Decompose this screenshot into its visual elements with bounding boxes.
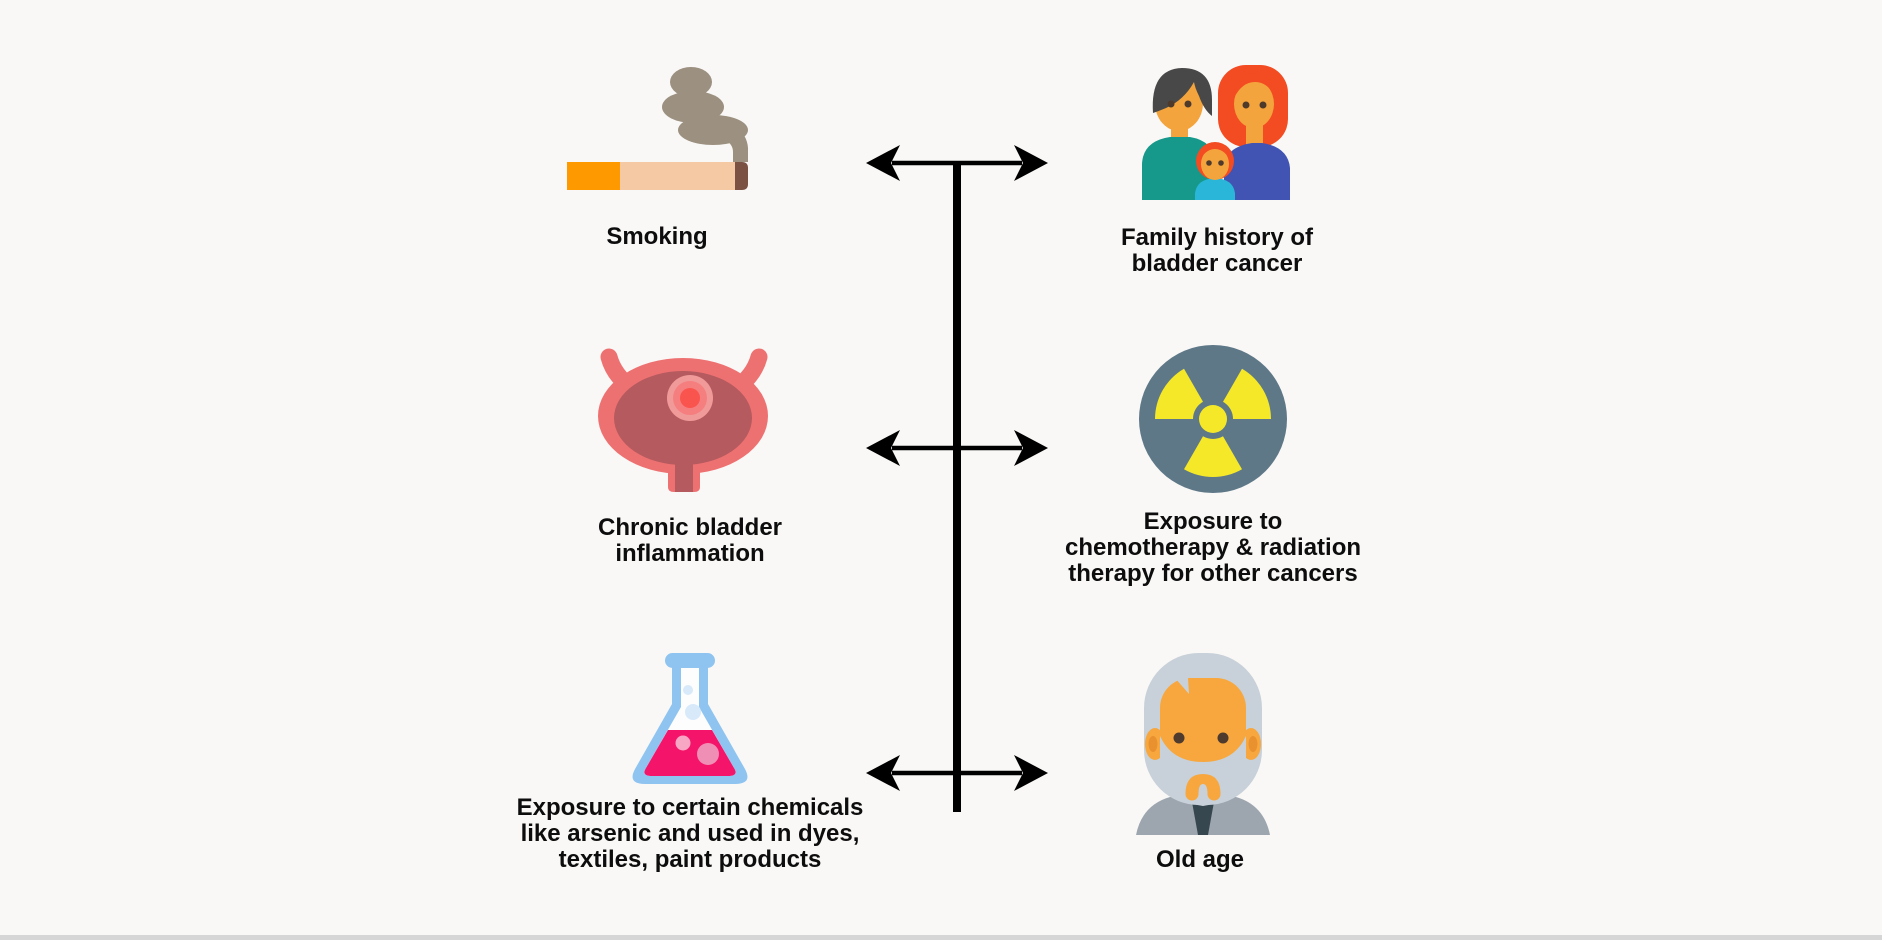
elderly-man-icon xyxy=(1136,653,1270,835)
double-arrow-bottom xyxy=(866,755,1048,791)
chemical-flask-icon xyxy=(632,653,748,784)
chemo-radiation-label: Exposure to chemotherapy & radiation the… xyxy=(1064,508,1362,587)
smoking-label: Smoking xyxy=(606,223,708,250)
double-arrow-middle xyxy=(866,430,1048,466)
family-icon xyxy=(1142,65,1290,200)
bladder-inflammation-label: Chronic bladder inflammation xyxy=(597,514,783,567)
inflammation-spot xyxy=(667,375,713,421)
chemical-exposure-label: Exposure to certain chemicals like arsen… xyxy=(516,794,864,873)
cigarette-icon xyxy=(567,67,748,190)
radiation-icon xyxy=(1139,345,1287,493)
comparison-arrows xyxy=(866,145,1048,812)
bladder-icon xyxy=(598,348,768,492)
double-arrow-top xyxy=(866,145,1048,181)
bottom-edge-bar xyxy=(0,935,1882,940)
mustache-mouth xyxy=(1185,774,1221,801)
smoke-plume xyxy=(662,67,748,162)
old-age-label: Old age xyxy=(1155,846,1245,873)
family-history-label: Family history of bladder cancer xyxy=(1120,224,1314,277)
